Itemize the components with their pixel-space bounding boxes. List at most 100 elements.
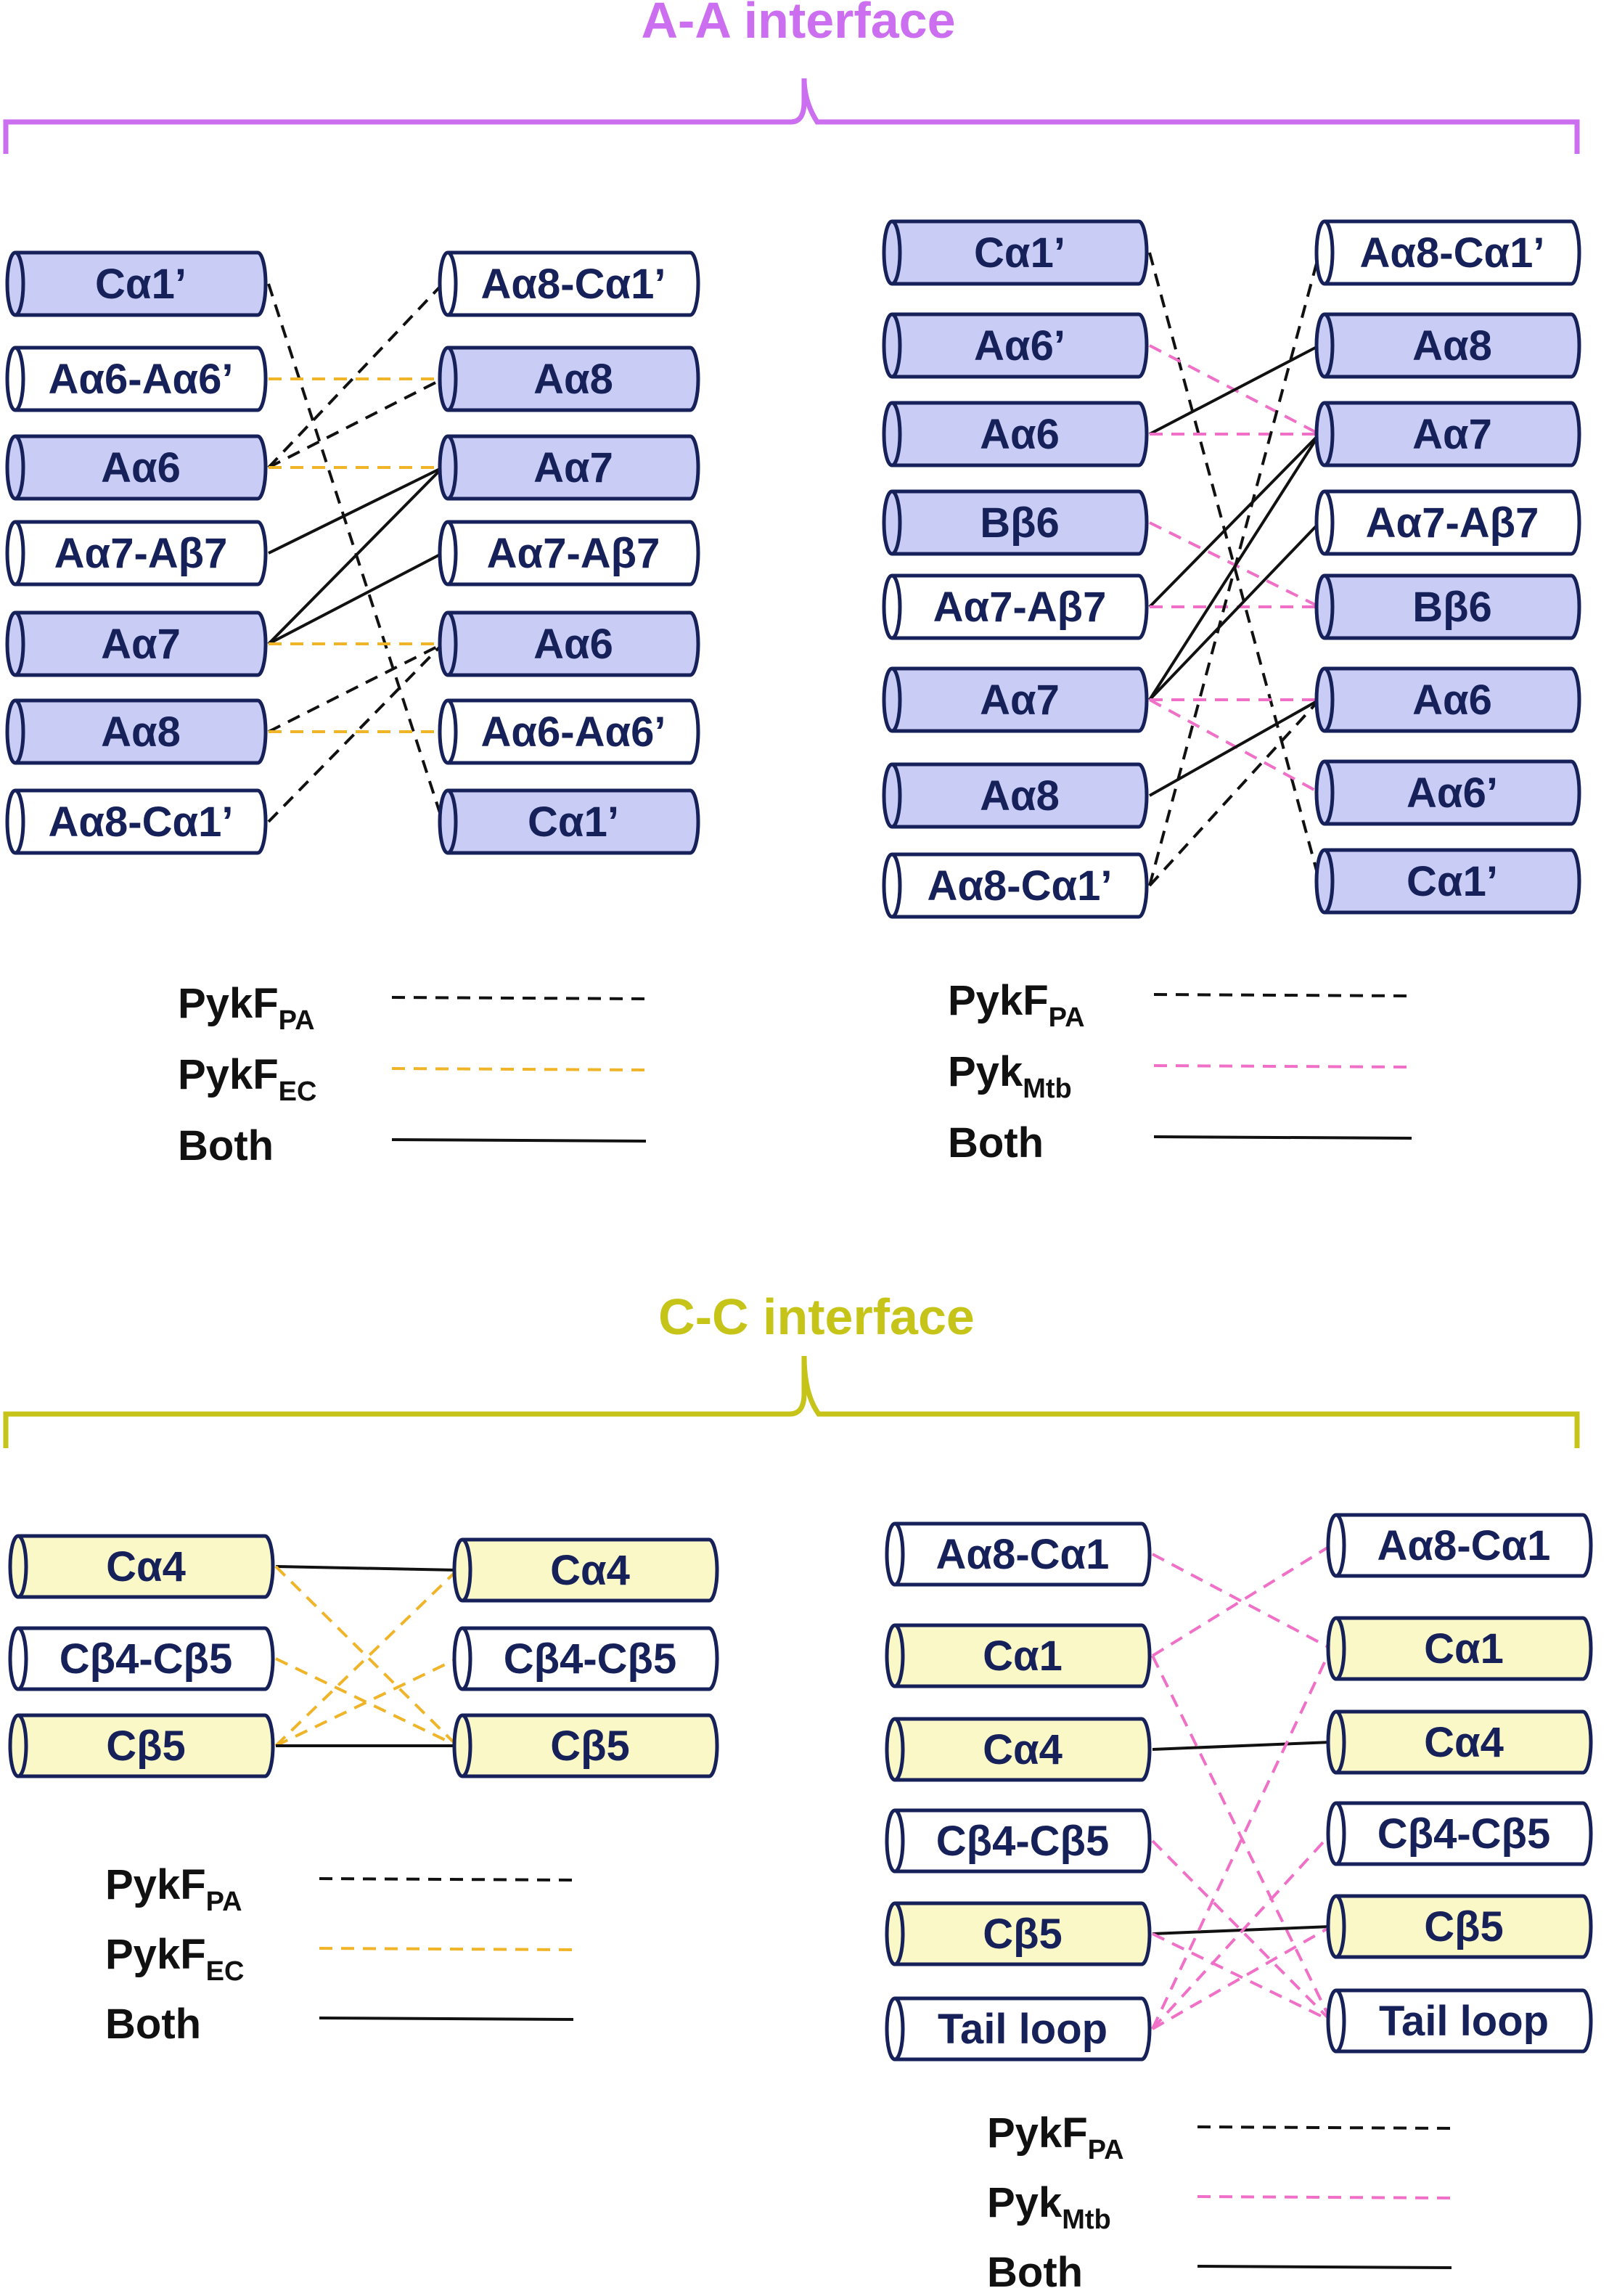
cylinder-cap: [15, 788, 25, 855]
cylinder-body: [5, 520, 268, 587]
cylinder-body: [1326, 1709, 1593, 1775]
cylinder-cap: [894, 1717, 905, 1782]
cylinder-label: Cα1’: [95, 261, 187, 308]
helix-left-c-1: Cα1’: [882, 219, 1149, 286]
cylinder-body: [882, 312, 1149, 379]
cylinder-body: [438, 434, 700, 501]
link-c-1-to-c-1: [267, 283, 444, 822]
helix-right-a-7: Aα7: [1314, 401, 1581, 467]
legend-name: Pyk: [987, 2179, 1063, 2226]
legend-label: PykFEC: [105, 1931, 244, 1987]
cc-left-links: [274, 1565, 459, 1747]
cylinder-body: [438, 788, 700, 855]
legend-name: Pyk: [948, 1048, 1023, 1095]
cylinder-body: [885, 1808, 1152, 1874]
cylinder-cap: [1324, 219, 1335, 286]
legend-label: Both: [105, 2001, 201, 2048]
helix-left-a-8-c-1: Aα8-Cα1: [885, 1521, 1152, 1587]
cylinder-label: Cβ5: [983, 1911, 1063, 1958]
legend-label: PykMtb: [987, 2179, 1111, 2235]
helix-left-c-4: Cα4: [885, 1717, 1152, 1782]
legend-name: PykF: [178, 980, 279, 1027]
cylinder-label: Aα6: [533, 621, 613, 668]
legend-label: PykFPA: [948, 977, 1085, 1033]
legend-entry-both: Both: [178, 1122, 647, 1169]
legend-label: Both: [948, 1119, 1044, 1167]
cylinder-label: Aα7: [980, 677, 1060, 724]
legend-line-sample: [391, 1138, 647, 1143]
legend-label: Both: [987, 2249, 1083, 2296]
helix-left-a-8: Aα8: [5, 698, 268, 765]
cylinder-label: Aα8: [101, 708, 181, 756]
cylinder-body: [1314, 489, 1581, 556]
cylinder-body: [882, 219, 1149, 286]
cylinder-cap: [1335, 1709, 1346, 1775]
cylinder-body: [885, 1996, 1152, 2062]
cylinder-cap: [447, 698, 458, 765]
legend-subscript: Mtb: [1023, 1074, 1072, 1104]
cylinder-cap: [1324, 489, 1335, 556]
legend-name: Both: [948, 1119, 1044, 1167]
helix-right-c-4-c-5: Cβ4-Cβ5: [1326, 1801, 1593, 1866]
legend-subscript: PA: [279, 1005, 315, 1036]
cylinder-cap: [17, 1713, 28, 1778]
cylinder-body: [8, 1626, 275, 1691]
legend-entry-pykf-pa: PykFPA: [948, 977, 1412, 1033]
cylinder-body: [5, 434, 268, 501]
cylinder-label: Cα1’: [1407, 858, 1498, 905]
cylinder-body: [1326, 1513, 1593, 1578]
cylinder-body: [5, 788, 268, 855]
cylinder-label: Aα7: [533, 444, 613, 491]
helix-right-a-8-c-1: Aα8-Cα1: [1326, 1513, 1593, 1578]
cylinder-body: [882, 489, 1149, 556]
cylinder-body: [8, 1534, 275, 1599]
legend-name: PykF: [987, 2109, 1088, 2157]
cylinder-body: [1314, 759, 1581, 826]
cylinder-label: Aα6’: [1407, 769, 1498, 817]
aa-interface-title: A-A interface: [641, 0, 955, 49]
cylinder-label: Tail loop: [1379, 1998, 1549, 2045]
helix-left-a-6: Aα6’: [882, 312, 1149, 379]
legend-subscript: PA: [1088, 2135, 1124, 2165]
cc-interface-title: C-C interface: [658, 1288, 975, 1345]
cylinder-cap: [1324, 848, 1335, 915]
cylinder-cap: [891, 573, 902, 640]
cylinder-cap: [447, 346, 458, 412]
cylinder-body: [885, 1717, 1152, 1782]
helix-right-a-8-c-1: Aα8-Cα1’: [1314, 219, 1581, 286]
legend-label: PykFPA: [178, 980, 315, 1036]
cylinder-cap: [1324, 312, 1335, 379]
cylinder-label: Cα1: [983, 1633, 1063, 1680]
cylinder-body: [1314, 848, 1581, 915]
cylinder-label: Aα8-Cα1: [1377, 1522, 1551, 1569]
cylinder-cap: [17, 1534, 28, 1599]
helix-right-c-1: Cα1: [1326, 1616, 1593, 1681]
cylinder-label: Cβ5: [1424, 1903, 1504, 1950]
helix-right-a-7: Aα7: [438, 434, 700, 501]
legend-label: PykFPA: [987, 2109, 1124, 2165]
legend-line-sample: [319, 1947, 574, 1951]
cylinder-label: Aα7-Aβ7: [933, 584, 1107, 631]
cylinder-cap: [15, 434, 25, 501]
cylinder-cap: [15, 346, 25, 412]
cylinder-body: [438, 610, 700, 677]
cylinder-label: Cα1’: [974, 229, 1065, 277]
helix-left-a-7: Aα7: [5, 610, 268, 677]
link-a-6-to-a-8: [1149, 344, 1320, 436]
cylinder-body: [885, 1901, 1152, 1966]
cylinder-cap: [894, 1808, 905, 1874]
cylinder-cap: [15, 610, 25, 677]
helix-right-a-6-a-6: Aα6-Aα6’: [438, 698, 700, 765]
legend-entry-pykf-ec: PykFEC: [105, 1931, 574, 1987]
legend-entry-pykf-pa: PykFPA: [987, 2109, 1452, 2165]
aa-right-links: [1148, 252, 1321, 887]
cylinder-cap: [1324, 401, 1335, 467]
legend-subscript: EC: [206, 1956, 245, 1987]
legend-subscript: PA: [1049, 1002, 1085, 1033]
helix-left-a-8-c-1: Aα8-Cα1’: [882, 852, 1149, 919]
cylinder-body: [882, 401, 1149, 467]
legend-line-sample: [319, 1877, 574, 1882]
cylinder-body: [1314, 401, 1581, 467]
cylinder-label: Aα8-Cα1: [936, 1531, 1110, 1578]
